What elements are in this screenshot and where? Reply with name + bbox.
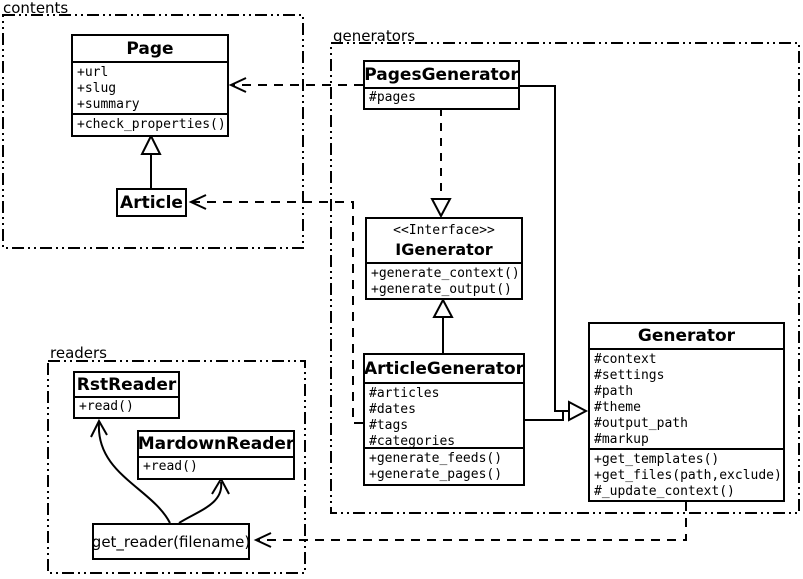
member-row: +read() [79,399,134,414]
member-row: +generate_pages() [369,467,503,482]
class-title: Generator [637,326,736,346]
class-box-igenerator: <<Interface>> IGenerator +generate_conte… [365,217,523,300]
class-box-generator: Generator #context#settings#path#theme#o… [588,322,785,502]
package-label-contents: contents [3,0,69,17]
class-stereotype: <<Interface>> [393,222,495,238]
class-title: RstReader [76,374,177,395]
member-row: +check_properties() [77,117,226,132]
class-box-pagesgenerator: PagesGenerator #pages [363,60,520,110]
class-methods: +get_templates()+get_files(path,exclude)… [590,448,783,500]
member-row: +generate_feeds() [369,451,503,466]
class-box-mardownreader: MardownReader +read() [137,430,295,480]
member-row: #articles [369,386,440,401]
package-label-readers: readers [50,344,107,362]
member-row: +generate_context() [371,266,520,281]
class-methods: +generate_feeds()+generate_pages() [365,447,523,484]
function-box-get-reader: get_reader(filename) [92,523,250,560]
class-attributes: #context#settings#path#theme#output_path… [590,348,783,448]
package-border-readers [47,360,306,574]
class-methods: +read() [139,456,293,478]
class-title: MardownReader [139,434,293,454]
class-title-text: IGenerator [395,239,493,259]
member-row: +generate_output() [371,282,512,297]
member-row: +get_files(path,exclude) [594,468,782,483]
hollow-triangle-icon [568,400,589,422]
open-arrow-icon [228,77,247,93]
member-row: +url [77,65,109,80]
open-arrow-icon [188,194,207,210]
class-title: Page [126,38,174,59]
class-title: ArticleGenerator [365,358,523,379]
member-row: #categories [369,434,456,447]
class-title: Article [120,192,183,213]
open-arrow-icon [90,418,108,438]
class-attributes: #pages [365,87,518,108]
edge-articlegenerator-to-article [192,201,363,424]
edge-generator-to-getreader [257,502,687,541]
hollow-triangle-icon [430,198,452,219]
package-border-generators [330,42,800,514]
class-title: PagesGenerator [365,64,518,85]
member-row: #markup [594,432,649,447]
hollow-triangle-icon [140,133,162,155]
member-row: #dates [369,402,416,417]
class-methods: +generate_context()+generate_output() [367,262,521,298]
member-row: #theme [594,400,641,415]
member-row: #settings [594,368,665,383]
member-row: #_update_context() [594,484,735,499]
edge-getreader-to-mardownreader [178,481,223,524]
member-row: +slug [77,81,117,96]
class-attributes: +url+slug+summary [73,61,227,113]
package-label-generators: generators [333,27,415,45]
edge-getreader-to-rstreader [97,422,171,524]
edge-articlegenerator-to-generator [525,410,568,421]
member-row: +get_templates() [594,452,720,467]
open-arrow-icon [253,532,272,548]
class-box-rstreader: RstReader +read() [73,371,180,419]
class-box-articlegenerator: ArticleGenerator #articles#dates#tags#ca… [363,353,525,486]
package-border-contents [2,14,304,249]
class-attributes: #articles#dates#tags#categories [365,382,523,447]
edge-pagesgenerator-to-generator [520,85,568,412]
class-methods: +read() [75,396,178,417]
member-row: +read() [143,459,198,474]
class-methods: +check_properties() [73,113,227,135]
class-box-article: Article [116,188,187,217]
hollow-triangle-icon [432,297,454,318]
class-title: <<Interface>> IGenerator [367,219,521,262]
class-box-page: Page +url+slug+summary +check_properties… [71,34,229,137]
member-row: +summary [77,97,140,112]
member-row: #tags [369,418,409,433]
member-row: #pages [369,90,416,105]
member-row: #context [594,352,657,367]
member-row: #path [594,384,634,399]
member-row: #output_path [594,416,688,431]
